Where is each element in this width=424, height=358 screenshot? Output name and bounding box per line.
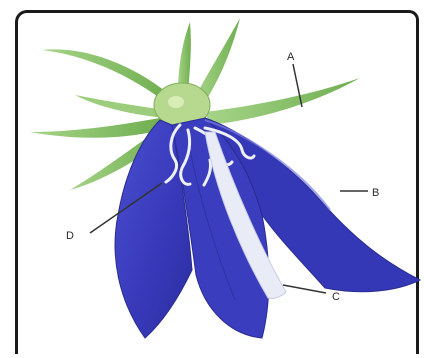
leader-line-c [283,285,326,293]
sepal-spike-left [75,95,165,118]
label-c: C [332,291,340,303]
label-d: D [66,230,74,242]
sepal-right [205,78,360,125]
label-b: B [372,187,379,199]
sepal-left [30,118,162,138]
label-a: A [287,51,295,63]
receptacle-highlight [168,96,184,108]
sepal-top-left [42,49,170,102]
sepal-upper-right [196,18,240,102]
sepal-top [178,22,191,92]
corolla [115,118,420,338]
